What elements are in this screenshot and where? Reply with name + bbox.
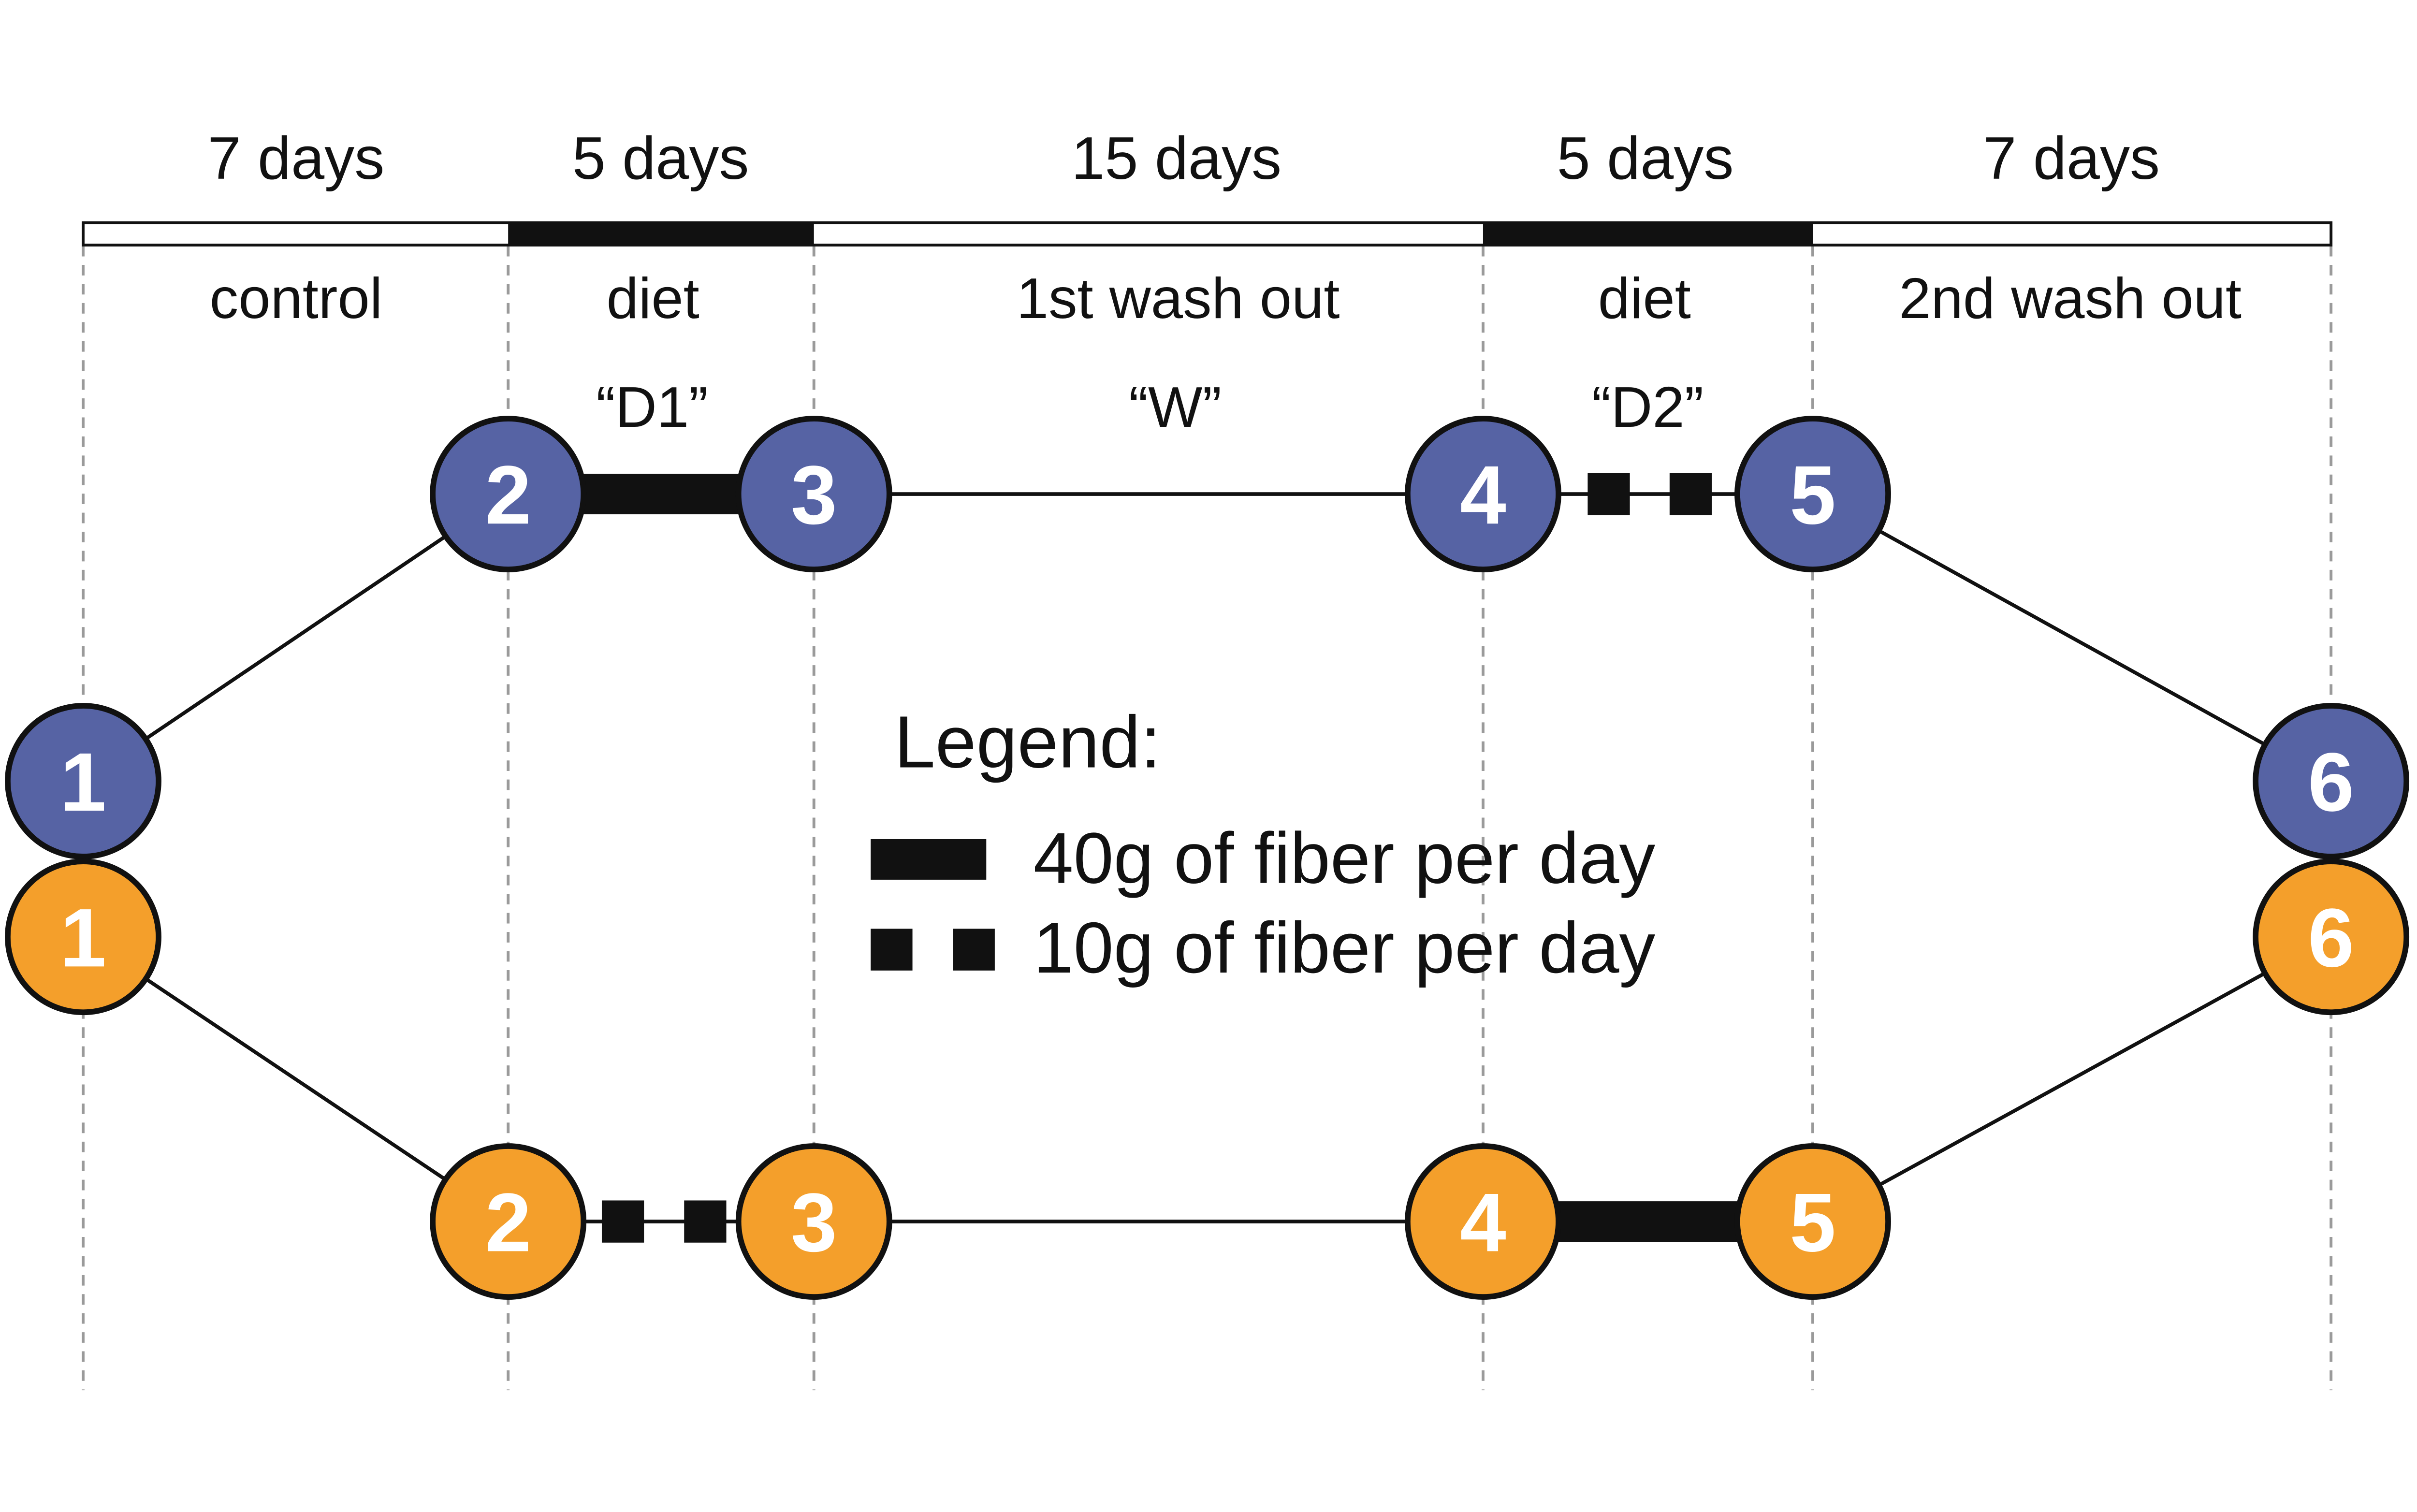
node-bottom-2: 2: [430, 1143, 587, 1300]
node-circle: [1734, 1143, 1891, 1300]
legend-title: Legend:: [894, 701, 1161, 783]
node-number: 1: [60, 736, 106, 829]
edge-bottom-5-6: [1812, 935, 2332, 1223]
period-name-label: control: [210, 266, 383, 331]
legend-item-label: 40g of fiber per day: [1034, 818, 1656, 899]
node-number: 2: [485, 1176, 531, 1269]
node-circle: [2253, 703, 2410, 859]
period-duration-label: 7 days: [208, 125, 385, 192]
arm-bottom-nodes: 1 2 3 4 5 6: [5, 858, 2410, 1300]
period-duration-label: 15 days: [1071, 125, 1281, 192]
legend-item-label: 10g of fiber per day: [1034, 907, 1656, 988]
period-duration-label: 5 days: [572, 125, 749, 192]
node-circle: [5, 703, 161, 859]
node-bottom-6: 6: [2253, 858, 2410, 1016]
node-bottom-4: 4: [1405, 1143, 1561, 1300]
node-number: 4: [1460, 449, 1506, 541]
node-bottom-3: 3: [735, 1143, 892, 1300]
node-number: 5: [1790, 449, 1836, 541]
node-circle: [430, 416, 587, 572]
period-duration-label: 5 days: [1557, 125, 1734, 192]
node-top-4: 4: [1405, 416, 1561, 572]
node-top-1: 1: [5, 703, 161, 859]
edge-top-4-5-10g-square: [1669, 473, 1712, 515]
period-name-label: diet: [607, 266, 699, 331]
node-circle: [735, 416, 892, 572]
legend-swatch-solid-bar: [871, 839, 987, 880]
node-top-3: 3: [735, 416, 892, 572]
edge-bottom-2-3-10g-square: [684, 1200, 727, 1243]
legend-item-40g: 40g of fiber per day: [871, 818, 1656, 899]
node-circle: [1734, 416, 1891, 572]
period-name-label: diet: [1598, 266, 1691, 331]
node-top-5: 5: [1734, 416, 1891, 572]
node-number: 4: [1460, 1176, 1506, 1269]
timeline-bar-track: [83, 222, 2331, 245]
node-number: 6: [2308, 736, 2354, 829]
period-name-label: 2nd wash out: [1899, 266, 2242, 331]
edge-top-5-6: [1812, 492, 2332, 783]
node-bottom-5: 5: [1734, 1143, 1891, 1300]
legend: Legend: 40g of fiber per day 10g of fibe…: [871, 701, 1656, 988]
edge-bottom-2-3-10g-square: [601, 1200, 644, 1243]
node-circle: [430, 1143, 587, 1300]
node-bottom-1: 1: [5, 858, 161, 1016]
period-code-label: “D2”: [1592, 375, 1704, 439]
edge-top-4-5-10g-square: [1587, 473, 1630, 515]
period-labels: 7 days 5 days 15 days 5 days 7 days cont…: [208, 125, 2242, 439]
timeline-bar: [82, 221, 2333, 247]
node-circle: [5, 858, 161, 1016]
period-code-label: “D1”: [596, 375, 708, 439]
node-top-2: 2: [430, 416, 587, 572]
legend-swatch-square: [953, 929, 995, 971]
node-number: 2: [485, 449, 531, 541]
edge-top-1-2: [82, 492, 510, 783]
node-top-6: 6: [2253, 703, 2410, 859]
node-circle: [2253, 858, 2410, 1016]
timeline-bar-diet2-segment: [1483, 222, 1813, 245]
arm-top-nodes: 1 2 3 4 5 6: [5, 416, 2410, 859]
legend-item-10g: 10g of fiber per day: [871, 907, 1656, 988]
edge-bottom-1-2: [82, 935, 510, 1223]
period-name-label: 1st wash out: [1017, 266, 1340, 331]
node-number: 3: [791, 1176, 837, 1269]
timeline-bar-diet1-segment: [508, 222, 814, 245]
node-number: 3: [791, 449, 837, 541]
node-circle: [1405, 1143, 1561, 1300]
legend-swatch-square: [871, 929, 913, 971]
node-number: 1: [60, 891, 106, 984]
period-code-label: “W”: [1129, 375, 1222, 439]
node-number: 6: [2308, 891, 2354, 984]
node-circle: [735, 1143, 892, 1300]
node-circle: [1405, 416, 1561, 572]
period-duration-label: 7 days: [1983, 125, 2160, 192]
node-number: 5: [1790, 1176, 1836, 1269]
timeline-bar-outline: [82, 221, 2333, 247]
